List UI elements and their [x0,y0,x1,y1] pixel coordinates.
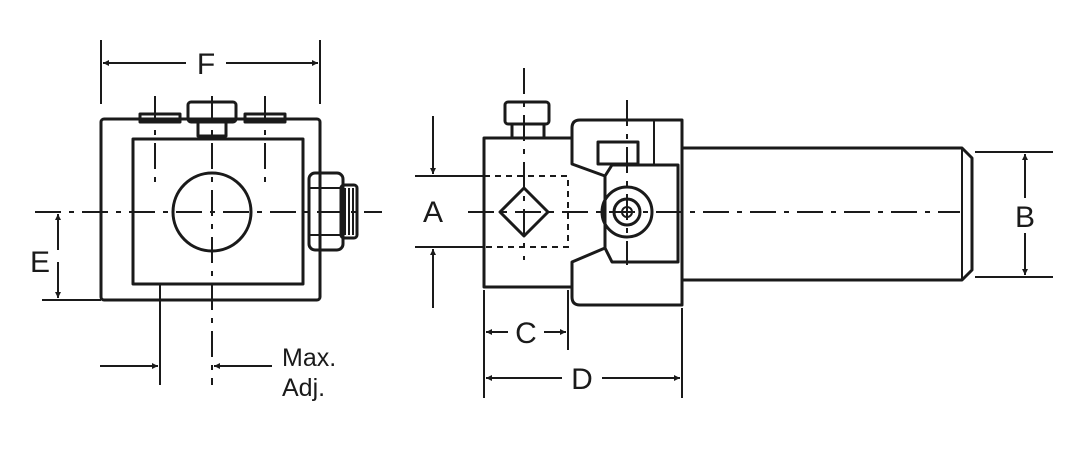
dimension-c: C [483,290,569,398]
label-b: B [1015,201,1035,234]
dimension-a: A [415,116,484,308]
shank-outline [682,146,974,282]
clamp-bolt-neck [510,122,546,140]
label-e: E [30,246,50,279]
clamp-bolt-head [503,100,551,126]
dimension-d: D [486,308,683,398]
square-tool-section [498,186,550,238]
label-adj: Adj. [282,374,325,402]
label-f: F [197,48,215,81]
dimension-max-adj: Max. Adj. [100,344,336,402]
end-view [35,96,382,385]
end-view-body-outline [99,117,322,302]
label-max: Max. [282,344,336,372]
dimension-b: B [975,151,1053,278]
dimension-f: F [100,40,321,104]
tool-head-outline [570,118,684,307]
dimension-e: E [30,214,101,301]
label-d: D [571,363,593,396]
top-screw-left [138,112,182,124]
insert-screw-outer [600,185,654,239]
label-c: C [515,317,537,350]
insert-pocket [603,163,680,264]
insert-clamp [596,140,640,166]
label-a: A [423,196,443,229]
side-view [468,68,974,307]
